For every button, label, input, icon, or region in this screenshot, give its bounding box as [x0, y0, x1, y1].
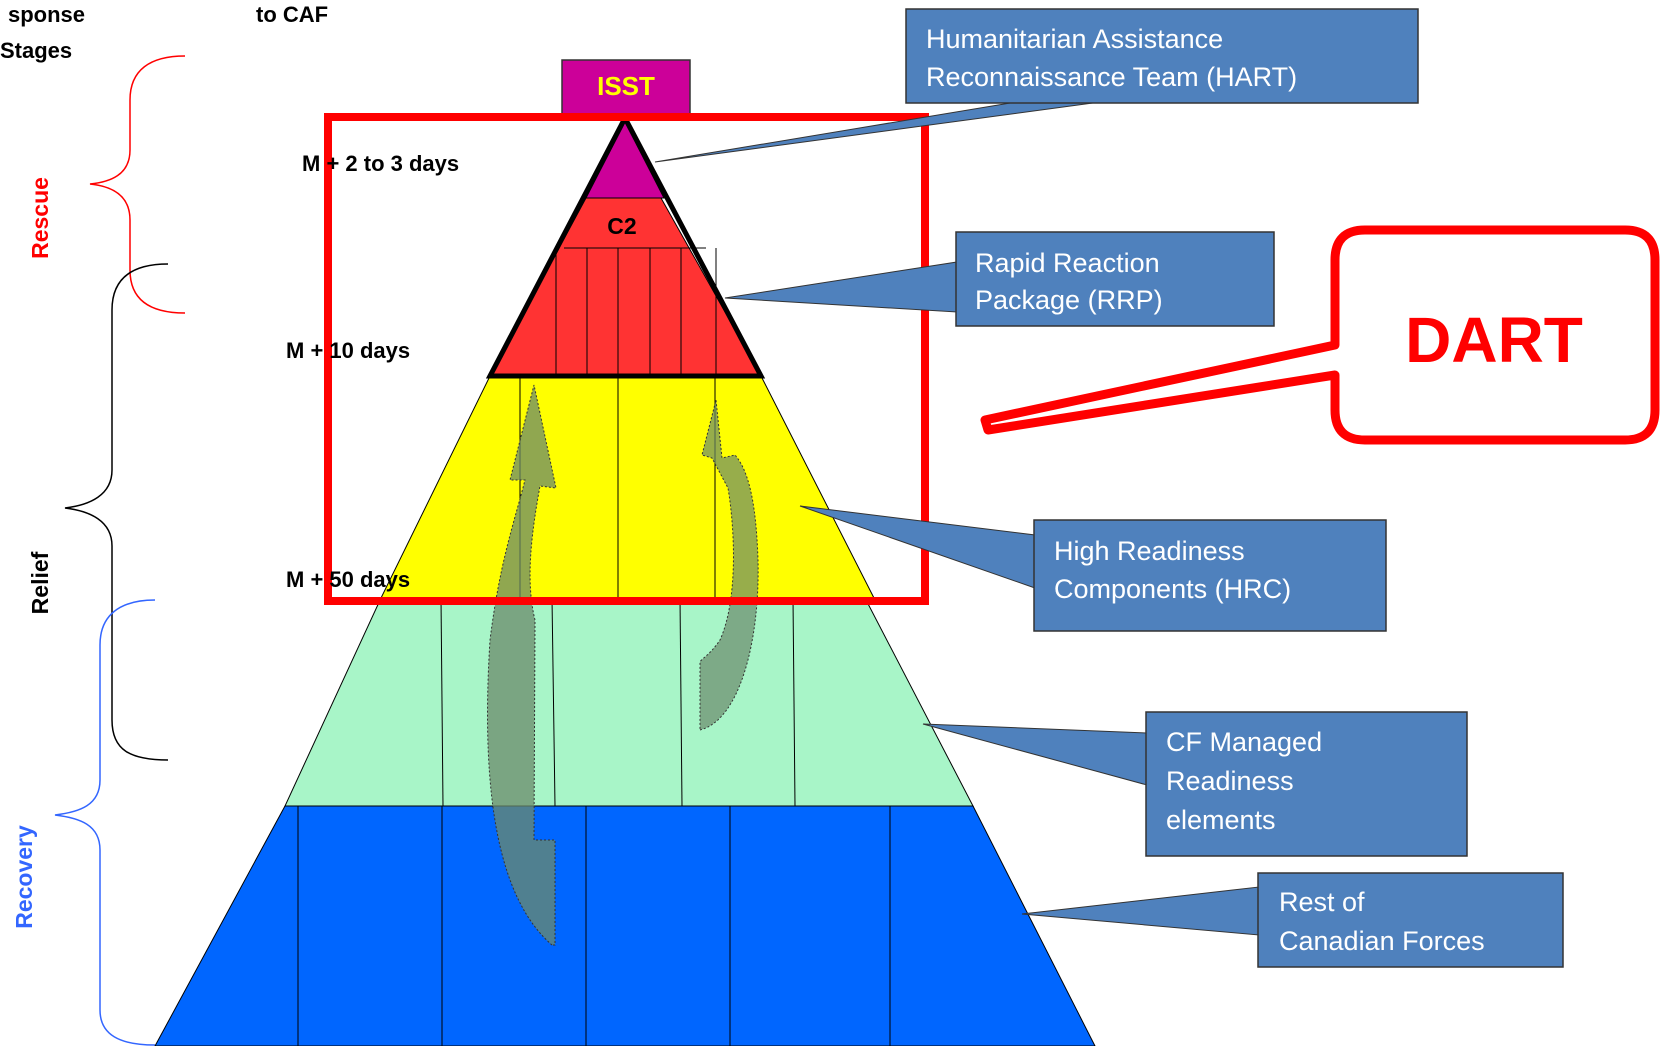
hart-callout-box	[905, 8, 1419, 104]
header-response-label: sponse	[8, 2, 85, 27]
timeline-m-50-days: M + 50 days	[286, 567, 410, 592]
rest-callout-line1: Rest of	[1279, 887, 1365, 917]
layer-hart-apex	[585, 120, 665, 199]
dart-label: DART	[1405, 304, 1583, 376]
layer-hrc	[380, 375, 875, 599]
layer-rest-of-cf	[154, 805, 1096, 1046]
dart-frame	[324, 113, 929, 605]
hrc-callout-line2: Components (HRC)	[1054, 574, 1291, 604]
stage-recovery-label: Recovery	[11, 825, 37, 929]
cfm-callout-line2: Readiness	[1166, 766, 1294, 796]
header-stages-label: Stages	[0, 38, 72, 63]
rest-callout-pointer	[1021, 886, 1260, 936]
stage-relief-label: Relief	[27, 551, 53, 614]
stage-rescue-label: Rescue	[27, 177, 53, 259]
hrc-callout-box	[1033, 519, 1387, 632]
hart-callout-pointer	[654, 99, 1116, 163]
flow-arrow-left	[487, 384, 557, 946]
cfm-callout-box	[1145, 711, 1468, 857]
timeline-m-2-3-days: M + 2 to 3 days	[302, 151, 459, 176]
dart-callout	[980, 225, 1660, 445]
rescue-brace	[89, 55, 186, 314]
c2-label: C2	[607, 213, 636, 239]
hart-callout-line1: Humanitarian Assistance	[926, 24, 1223, 54]
cfm-callout-line1: CF Managed	[1166, 727, 1322, 757]
isst-label: ISST	[597, 71, 655, 101]
relief-brace	[64, 263, 169, 761]
hrc-callout-line1: High Readiness	[1054, 536, 1245, 566]
layer-cf-managed	[284, 597, 974, 807]
rrp-callout-line1: Rapid Reaction	[975, 248, 1160, 278]
header-caf-label: to CAF	[256, 2, 328, 27]
recovery-brace	[54, 599, 156, 1046]
rrp-callout-line2: Package (RRP)	[975, 285, 1163, 315]
flow-arrow-right	[699, 399, 759, 731]
rrp-subdivisions	[555, 247, 717, 376]
cfm-subdivisions	[440, 597, 796, 807]
rest-callout-line2: Canadian Forces	[1279, 926, 1485, 956]
cfm-callout-line3: elements	[1166, 805, 1276, 835]
rrp-callout-pointer	[724, 261, 958, 313]
rrp-callout-box	[955, 231, 1275, 327]
rrp-triangle-outline	[485, 112, 766, 379]
hart-callout-line2: Reconnaissance Team (HART)	[926, 62, 1297, 92]
isst-box	[561, 59, 691, 115]
rest-callout-box	[1257, 872, 1564, 968]
timeline-m-10-days: M + 10 days	[286, 338, 410, 363]
rest-subdivisions	[297, 806, 891, 1046]
